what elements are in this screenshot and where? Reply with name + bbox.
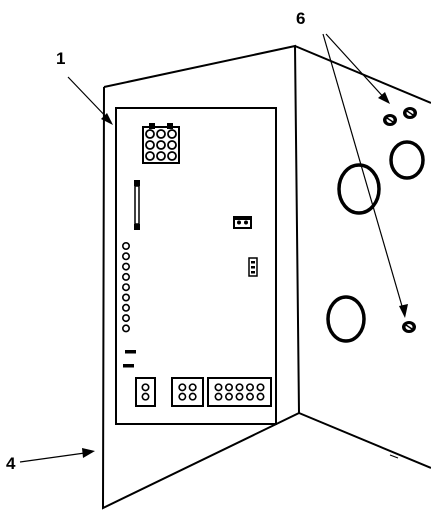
connector-pin xyxy=(156,140,166,150)
terminal-hole xyxy=(122,242,131,251)
terminal-hole xyxy=(122,262,131,271)
callout-screws: 6 xyxy=(296,9,305,28)
mounting-screws xyxy=(383,107,417,333)
connector-2pin xyxy=(135,377,156,407)
knockouts xyxy=(326,140,425,343)
screw-bottom xyxy=(402,321,416,333)
callout-enclosure: 4 xyxy=(6,454,16,473)
connector-pin xyxy=(188,383,197,392)
connector-pin xyxy=(256,383,265,392)
callout-board: 1 xyxy=(56,49,65,68)
screw-top-left xyxy=(383,114,397,126)
connector-pin xyxy=(178,392,187,401)
connector-pin xyxy=(156,151,166,161)
terminal-hole xyxy=(122,303,131,312)
terminal-hole xyxy=(122,283,131,292)
connector-pin xyxy=(235,392,244,401)
connector-pin xyxy=(214,383,223,392)
connector-pin xyxy=(246,392,255,401)
connector-pin xyxy=(167,140,177,150)
connector-pin xyxy=(141,392,150,401)
connector-pin xyxy=(188,392,197,401)
bottom-connectors xyxy=(135,377,272,407)
connector-pin xyxy=(256,392,265,401)
connector-pin xyxy=(178,383,187,392)
connector-pin xyxy=(235,383,244,392)
terminal-hole xyxy=(122,324,131,333)
connector-pin xyxy=(145,151,155,161)
terminal-hole xyxy=(122,252,131,261)
connector-pin xyxy=(214,392,223,401)
connector-pin xyxy=(145,129,155,139)
main-connector-9pin xyxy=(142,123,180,164)
connector-pin xyxy=(246,383,255,392)
knockout-upper-left xyxy=(337,163,381,215)
leader-lines xyxy=(19,33,408,463)
connector-pin xyxy=(156,129,166,139)
connector-pin xyxy=(145,140,155,150)
jumpers xyxy=(123,350,136,368)
circuit-board xyxy=(115,107,277,425)
connector-2pin-small xyxy=(233,216,252,229)
connector-10pin xyxy=(207,377,272,407)
pin-header xyxy=(248,257,258,277)
terminal-holes xyxy=(122,242,131,333)
terminal-hole xyxy=(122,314,131,323)
knockout-lower xyxy=(326,295,366,343)
connector-pin xyxy=(167,151,177,161)
connector-pin xyxy=(225,392,234,401)
connector-pin xyxy=(167,129,177,139)
connector-4pin xyxy=(171,377,204,407)
connector-pin xyxy=(225,383,234,392)
fuse-component xyxy=(134,180,140,230)
terminal-hole xyxy=(122,293,131,302)
terminal-hole xyxy=(122,272,131,281)
knockout-upper-right xyxy=(389,140,425,180)
screw-top-right xyxy=(403,107,417,119)
enclosure-door xyxy=(101,44,301,510)
connector-pin xyxy=(141,383,150,392)
